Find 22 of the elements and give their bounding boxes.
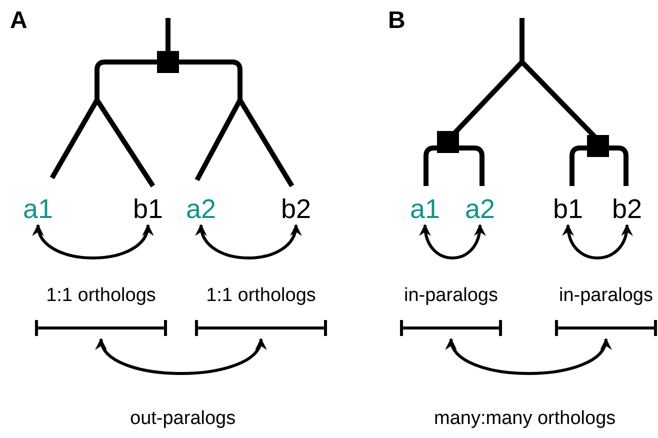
edge-label: out-paralogs bbox=[128, 408, 238, 430]
double-arrow bbox=[197, 224, 300, 260]
leaf-label: a2 bbox=[186, 196, 216, 223]
leaf-label: a1 bbox=[23, 196, 54, 223]
leaf-label: a1 bbox=[410, 196, 440, 223]
leaf-label: b2 bbox=[612, 196, 642, 223]
group-label: in-paralogs bbox=[404, 285, 498, 307]
leaf-label: a2 bbox=[465, 196, 496, 223]
double-arrow bbox=[34, 224, 152, 260]
edge-label: many:many orthologs bbox=[432, 408, 618, 430]
double-arrow bbox=[98, 338, 264, 375]
panel-label: A bbox=[10, 8, 28, 34]
panel-label: B bbox=[388, 8, 406, 34]
group-label: 1:1 orthologs bbox=[206, 285, 316, 307]
double-arrow bbox=[420, 224, 485, 260]
leaf-label: b2 bbox=[281, 196, 312, 223]
double-arrow bbox=[448, 338, 609, 375]
double-arrow bbox=[563, 224, 632, 260]
group-label: in-paralogs bbox=[559, 285, 653, 307]
leaf-label: b1 bbox=[553, 196, 584, 223]
group-label: 1:1 orthologs bbox=[46, 285, 156, 307]
leaf-label: b1 bbox=[133, 196, 164, 223]
